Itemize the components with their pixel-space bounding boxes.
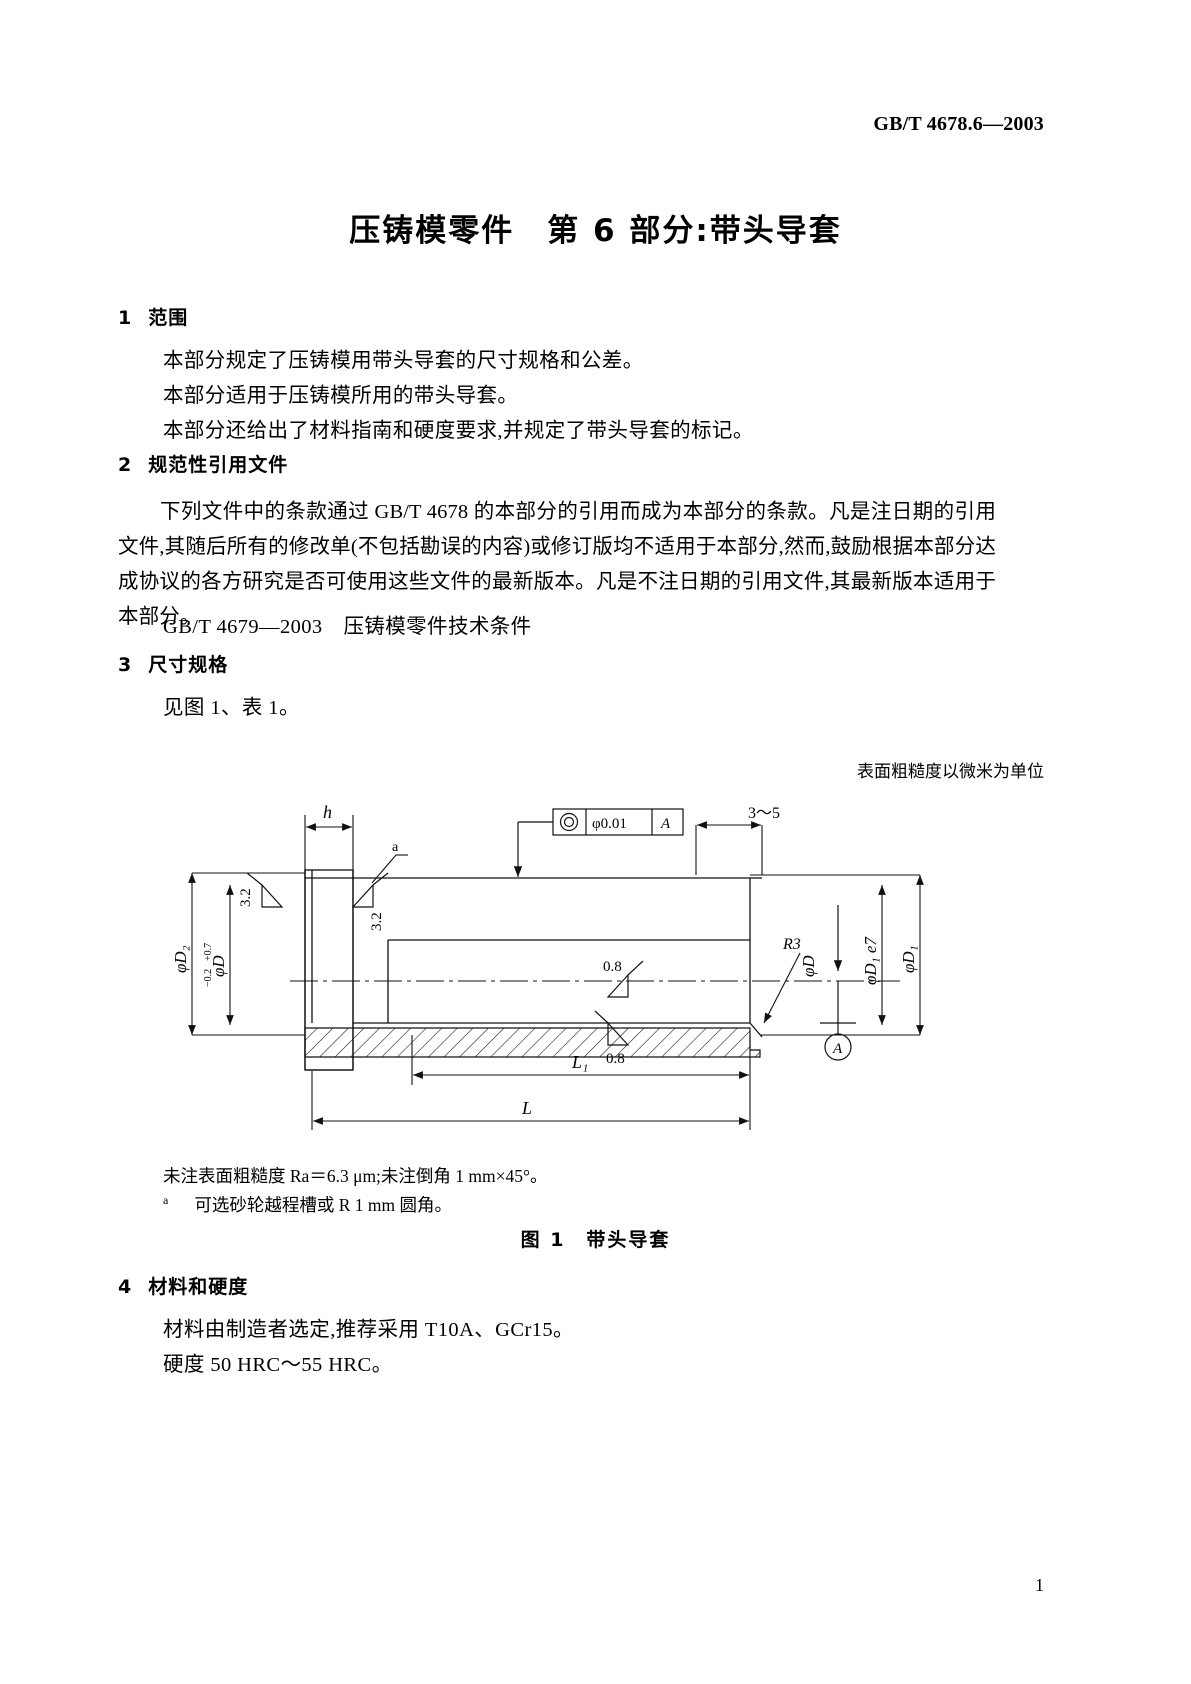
dim-h-label: h bbox=[323, 802, 332, 822]
section-1-paragraph-3: 本部分还给出了材料指南和硬度要求,并规定了带头导套的标记。 bbox=[163, 420, 754, 442]
dia-D1-label: φD₁ bbox=[899, 945, 918, 973]
section-4-paragraph-2: 硬度 50 HRC～55 HRC。 bbox=[163, 1354, 393, 1376]
section-heading-2: 2 规范性引用文件 bbox=[118, 450, 288, 477]
chamfer-range-label: 3～5 bbox=[748, 805, 780, 822]
gtol-datum-label: A bbox=[660, 816, 671, 832]
page-header-standard-number: GB/T 4678.6—2003 bbox=[873, 113, 1044, 135]
section-2-normative-reference: GB/T 4679—2003 压铸模零件技术条件 bbox=[163, 616, 532, 638]
figure-footnote-2-text: 可选砂轮越程槽或 R 1 mm 圆角。 bbox=[194, 1195, 452, 1215]
section-3-paragraph-1: 见图 1、表 1。 bbox=[163, 697, 300, 719]
section-title-2: 规范性引用文件 bbox=[148, 454, 289, 476]
section-title-4: 材料和硬度 bbox=[148, 1276, 249, 1298]
section-1-paragraph-1: 本部分规定了压铸模用带头导套的尺寸规格和公差。 bbox=[163, 350, 644, 372]
figure-roughness-unit-note: 表面粗糙度以微米为单位 bbox=[857, 762, 1044, 781]
roughness-bore-upper-label: 0.8 bbox=[603, 959, 622, 975]
dia-D-tolerance-lower: −0.2 bbox=[203, 969, 214, 987]
roughness-head-right-label: 3.2 bbox=[369, 912, 385, 931]
section-title-1: 范围 bbox=[148, 307, 189, 329]
section-heading-4: 4 材料和硬度 bbox=[118, 1272, 248, 1299]
figure-1-drawing: 3.2 3.2 h a bbox=[140, 785, 1060, 1165]
section-2-body: 下列文件中的条款通过 GB/T 4678 的本部分的引用而成为本部分的条款。凡是… bbox=[118, 501, 996, 628]
figure-footnote-1: 未注表面粗糙度 Ra＝6.3 μm;未注倒角 1 mm×45°。 bbox=[163, 1166, 548, 1186]
dia-D2-label: φD₂ bbox=[171, 945, 190, 973]
footnote-marker-a: a bbox=[163, 1193, 169, 1208]
datum-A-label: A bbox=[832, 1041, 843, 1057]
section-heading-1: 1 范围 bbox=[118, 303, 188, 330]
section-4-paragraph-1: 材料由制造者选定,推荐采用 T10A、GCr15。 bbox=[163, 1319, 574, 1341]
guide-bush-drawing-svg: 3.2 3.2 h a bbox=[171, 802, 924, 1130]
page-title: 压铸模零件 第 6 部分:带头导套 bbox=[349, 213, 842, 249]
dia-D-tolerance-upper: +0.7 bbox=[203, 943, 214, 961]
section-number-3: 3 bbox=[118, 654, 133, 676]
section-heading-3: 3 尺寸规格 bbox=[118, 650, 228, 677]
page-number: 1 bbox=[1035, 1575, 1044, 1595]
gtol-value-label: φ0.01 bbox=[592, 816, 627, 832]
dia-D-tolerance-label: φD bbox=[209, 955, 228, 977]
section-1-paragraph-2: 本部分适用于压铸模所用的带头导套。 bbox=[163, 385, 519, 407]
figure-1-caption: 图 1 带头导套 bbox=[520, 1229, 671, 1251]
radius-R3-label: R3 bbox=[782, 936, 801, 953]
roughness-bore-lower-label: 0.8 bbox=[606, 1051, 625, 1067]
figure-footnote-2: a 可选砂轮越程槽或 R 1 mm 圆角。 bbox=[163, 1192, 452, 1217]
dia-D1-e7-label: φD₁ e7 bbox=[861, 936, 880, 985]
footnote-marker-a-callout: a bbox=[392, 840, 399, 855]
section-number-4: 4 bbox=[118, 1276, 133, 1298]
dim-L1-label: L₁ bbox=[571, 1052, 588, 1072]
roughness-head-left-label: 3.2 bbox=[238, 888, 254, 907]
dia-D-inner-label: φD bbox=[799, 955, 818, 977]
section-number-1: 1 bbox=[118, 307, 133, 329]
dim-L-label: L bbox=[521, 1098, 532, 1118]
section-title-3: 尺寸规格 bbox=[148, 654, 229, 676]
section-number-2: 2 bbox=[118, 454, 133, 476]
